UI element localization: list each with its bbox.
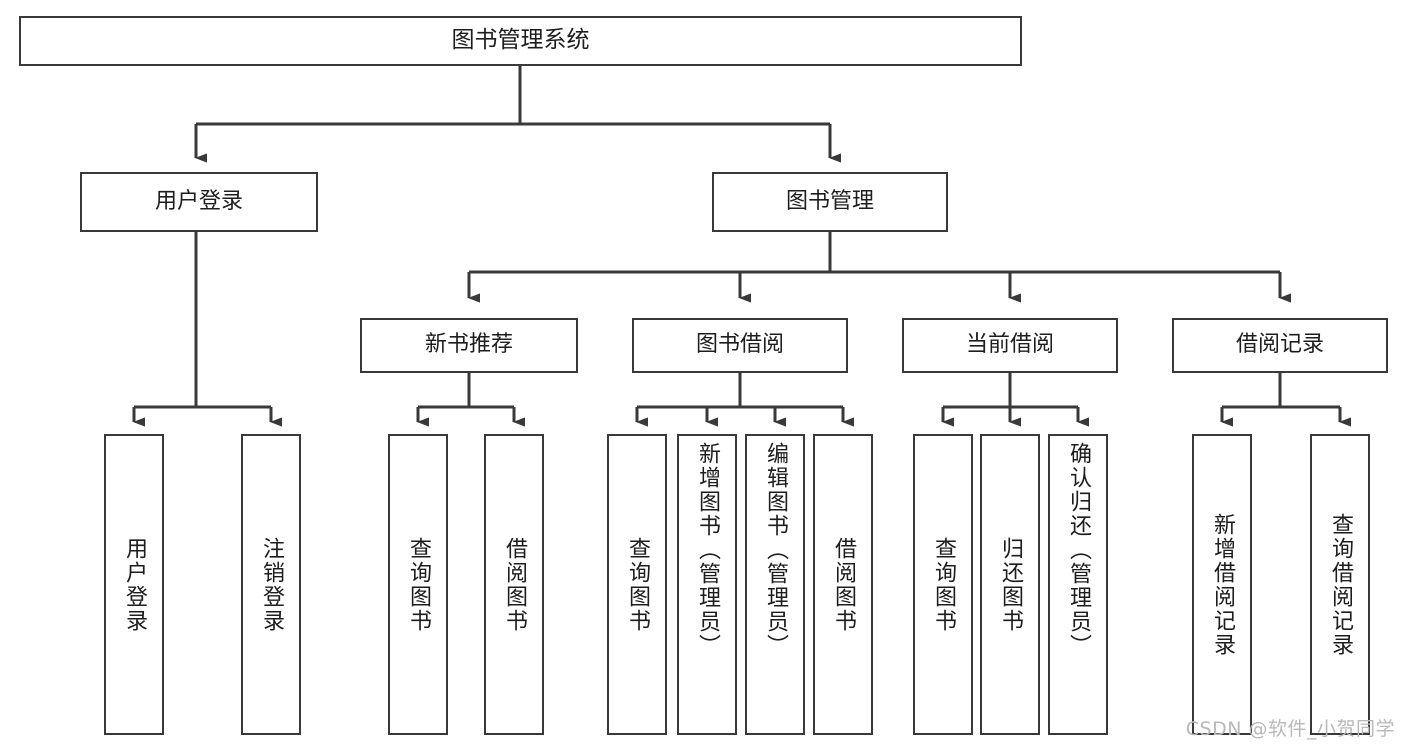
node-label: 当前借阅	[965, 332, 1054, 358]
node-book-management[interactable]: 图书管理	[712, 172, 948, 232]
node-label: 借阅图书	[831, 536, 856, 633]
node-label: 归还图书	[998, 536, 1023, 633]
node-book-borrow[interactable]: 图书借阅	[632, 318, 848, 373]
leaf-current-borrow-confirm-return[interactable]: 确认归还（管理员）	[1048, 434, 1108, 735]
leaf-book-borrow-query[interactable]: 查询图书	[607, 434, 667, 735]
leaf-book-borrow-add[interactable]: 新增图书（管理员）	[677, 434, 737, 735]
leaf-book-borrow-edit[interactable]: 编辑图书（管理员）	[745, 434, 805, 735]
leaf-new-book-borrow[interactable]: 借阅图书	[484, 434, 544, 735]
leaf-borrow-record-add[interactable]: 新增借阅记录	[1192, 434, 1252, 735]
leaf-user-login-login[interactable]: 用户登录	[104, 434, 164, 735]
node-label: 编辑图书（管理员）	[763, 442, 788, 658]
node-label: 图书管理系统	[451, 27, 590, 54]
leaf-book-borrow-borrow[interactable]: 借阅图书	[813, 434, 873, 735]
node-new-book-recommend[interactable]: 新书推荐	[360, 318, 578, 373]
node-label: 新书推荐	[424, 332, 513, 358]
node-label: 用户登录	[122, 536, 147, 633]
node-label: 查询图书	[931, 536, 956, 633]
leaf-current-borrow-query[interactable]: 查询图书	[913, 434, 973, 735]
node-label: 查询图书	[625, 536, 650, 633]
leaf-current-borrow-return[interactable]: 归还图书	[980, 434, 1040, 735]
node-label: 查询借阅记录	[1328, 512, 1353, 657]
leaf-borrow-record-query[interactable]: 查询借阅记录	[1310, 434, 1370, 735]
leaf-new-book-query[interactable]: 查询图书	[388, 434, 448, 735]
node-label: 借阅图书	[502, 536, 527, 633]
node-root-book-management-system[interactable]: 图书管理系统	[19, 16, 1022, 66]
leaf-user-login-logout[interactable]: 注销登录	[241, 434, 301, 735]
node-borrow-record[interactable]: 借阅记录	[1172, 318, 1388, 373]
node-label: 确认归还（管理员）	[1066, 442, 1091, 658]
node-label: 图书管理	[785, 188, 874, 214]
node-label: 新增图书（管理员）	[695, 442, 720, 658]
node-label: 查询图书	[406, 536, 431, 633]
node-label: 用户登录	[154, 188, 243, 214]
node-label: 新增借阅记录	[1210, 512, 1235, 657]
node-label: 注销登录	[259, 536, 284, 633]
node-label: 图书借阅	[695, 332, 784, 358]
node-current-borrow[interactable]: 当前借阅	[902, 318, 1118, 373]
node-user-login[interactable]: 用户登录	[80, 172, 318, 232]
node-label: 借阅记录	[1235, 332, 1324, 358]
